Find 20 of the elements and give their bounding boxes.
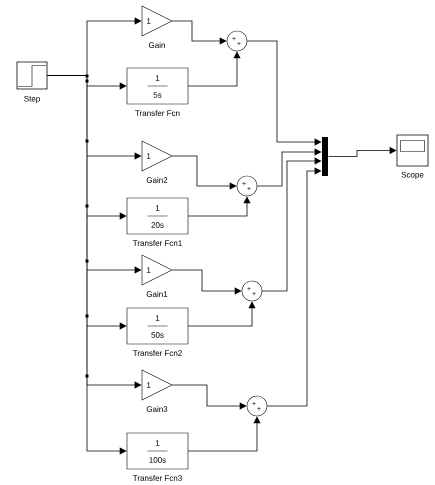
block-label: Scope bbox=[402, 172, 424, 180]
gain-block: 1 bbox=[142, 370, 173, 400]
step-block bbox=[16, 62, 48, 90]
block-label: Step bbox=[24, 96, 40, 104]
block-label: Gain3 bbox=[146, 406, 168, 412]
block-label: Transfer Fcn bbox=[135, 110, 180, 116]
block-label: Gain1 bbox=[146, 291, 168, 297]
block-label: Gain bbox=[148, 42, 165, 48]
block-label: Transfer Fcn1 bbox=[132, 240, 182, 246]
scope-block bbox=[396, 134, 428, 166]
block-label: Gain2 bbox=[146, 177, 168, 183]
transfer-function-block: 1 5s bbox=[126, 68, 188, 104]
transfer-function-block: 1 100s bbox=[126, 432, 188, 470]
transfer-function-block: 1 20s bbox=[126, 198, 188, 234]
transfer-function-block: 1 50s bbox=[126, 308, 188, 344]
gain-block: 1 bbox=[142, 254, 173, 286]
block-label: Transfer Fcn3 bbox=[132, 475, 182, 481]
gain-block: 1 bbox=[142, 140, 173, 172]
gain-block: 1 bbox=[142, 6, 173, 36]
block-label: Transfer Fcn2 bbox=[132, 350, 182, 356]
